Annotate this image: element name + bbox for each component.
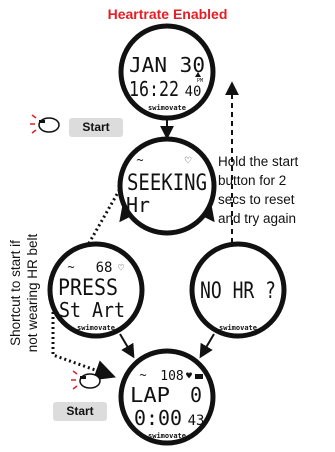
reset-note-line: Hold the start xyxy=(218,154,299,169)
watch-no-hr: NO HR ? swimovate xyxy=(189,241,287,339)
heart-icon: ♥ xyxy=(186,371,192,382)
reset-note-line: secs to reset xyxy=(218,192,295,207)
watch-seeking: ~ ♡ SEEKING Hr xyxy=(117,136,217,236)
watch-lap-hr: 108 xyxy=(160,369,183,384)
watch-lap-label: LAP xyxy=(130,383,170,407)
reset-note-line: button for 2 xyxy=(218,173,287,188)
start-label-bottom: Start xyxy=(53,402,107,421)
watch-press-start: ~ 68 ♡ PRESS St Art swimovate xyxy=(47,241,145,339)
watch-lap-brand: swimovate xyxy=(148,432,186,440)
heart-icon: ♡ xyxy=(118,263,124,274)
start-label-top: Start xyxy=(69,118,123,137)
watch-lap-time: 0:00 xyxy=(134,406,182,430)
watch-lap: ~ 108 ♥ LAP 0 0:00 43 swimovate xyxy=(118,348,216,446)
watch-press-line1: PRESS xyxy=(58,276,118,301)
heart-icon: ♡ xyxy=(185,154,192,167)
watch-lap-time-small: 43 xyxy=(188,413,205,429)
watch-press-hr: 68 xyxy=(96,260,113,276)
watch-seeking-line1: SEEKING xyxy=(127,171,207,196)
watch-press-line2: St Art xyxy=(59,298,125,322)
diagram-title: Heartrate Enabled xyxy=(107,6,228,22)
watch-time-seconds: 40 xyxy=(185,84,202,100)
watch-nohr-brand: swimovate xyxy=(219,324,257,332)
swim-wave-icon: ~ xyxy=(136,153,143,167)
swim-wave-icon: ~ xyxy=(139,368,146,382)
shortcut-note: Shortcut to start if not wearing HR belt xyxy=(4,208,44,378)
reset-note: Hold the start button for 2 secs to rese… xyxy=(218,152,330,228)
reset-note-line: and try again xyxy=(218,211,297,226)
shortcut-note-line: Shortcut to start if xyxy=(8,240,23,346)
watch-lap-number: 0 xyxy=(190,383,202,407)
start-button-icon xyxy=(30,114,60,134)
arrow-press-to-lap xyxy=(119,333,135,359)
shortcut-note-line: not wearing HR belt xyxy=(25,233,40,353)
watch-time-clock: 16:22 xyxy=(129,77,179,101)
watch-time: JAN 30 16:22 40 PM swimovate xyxy=(118,23,216,121)
battery-icon xyxy=(195,374,203,379)
watch-time-pm: PM xyxy=(197,78,203,84)
arrow-nohr-to-lap xyxy=(199,333,215,359)
watch-press-brand: swimovate xyxy=(77,324,115,332)
alarm-bell-icon xyxy=(195,72,201,77)
swim-wave-icon: ~ xyxy=(67,260,74,274)
watch-time-brand: swimovate xyxy=(148,104,186,112)
watch-time-date: JAN 30 xyxy=(129,53,205,77)
watch-nohr-line1: NO HR ? xyxy=(200,279,276,304)
watch-seeking-line2: Hr xyxy=(126,193,150,217)
start-button-icon xyxy=(71,370,101,390)
